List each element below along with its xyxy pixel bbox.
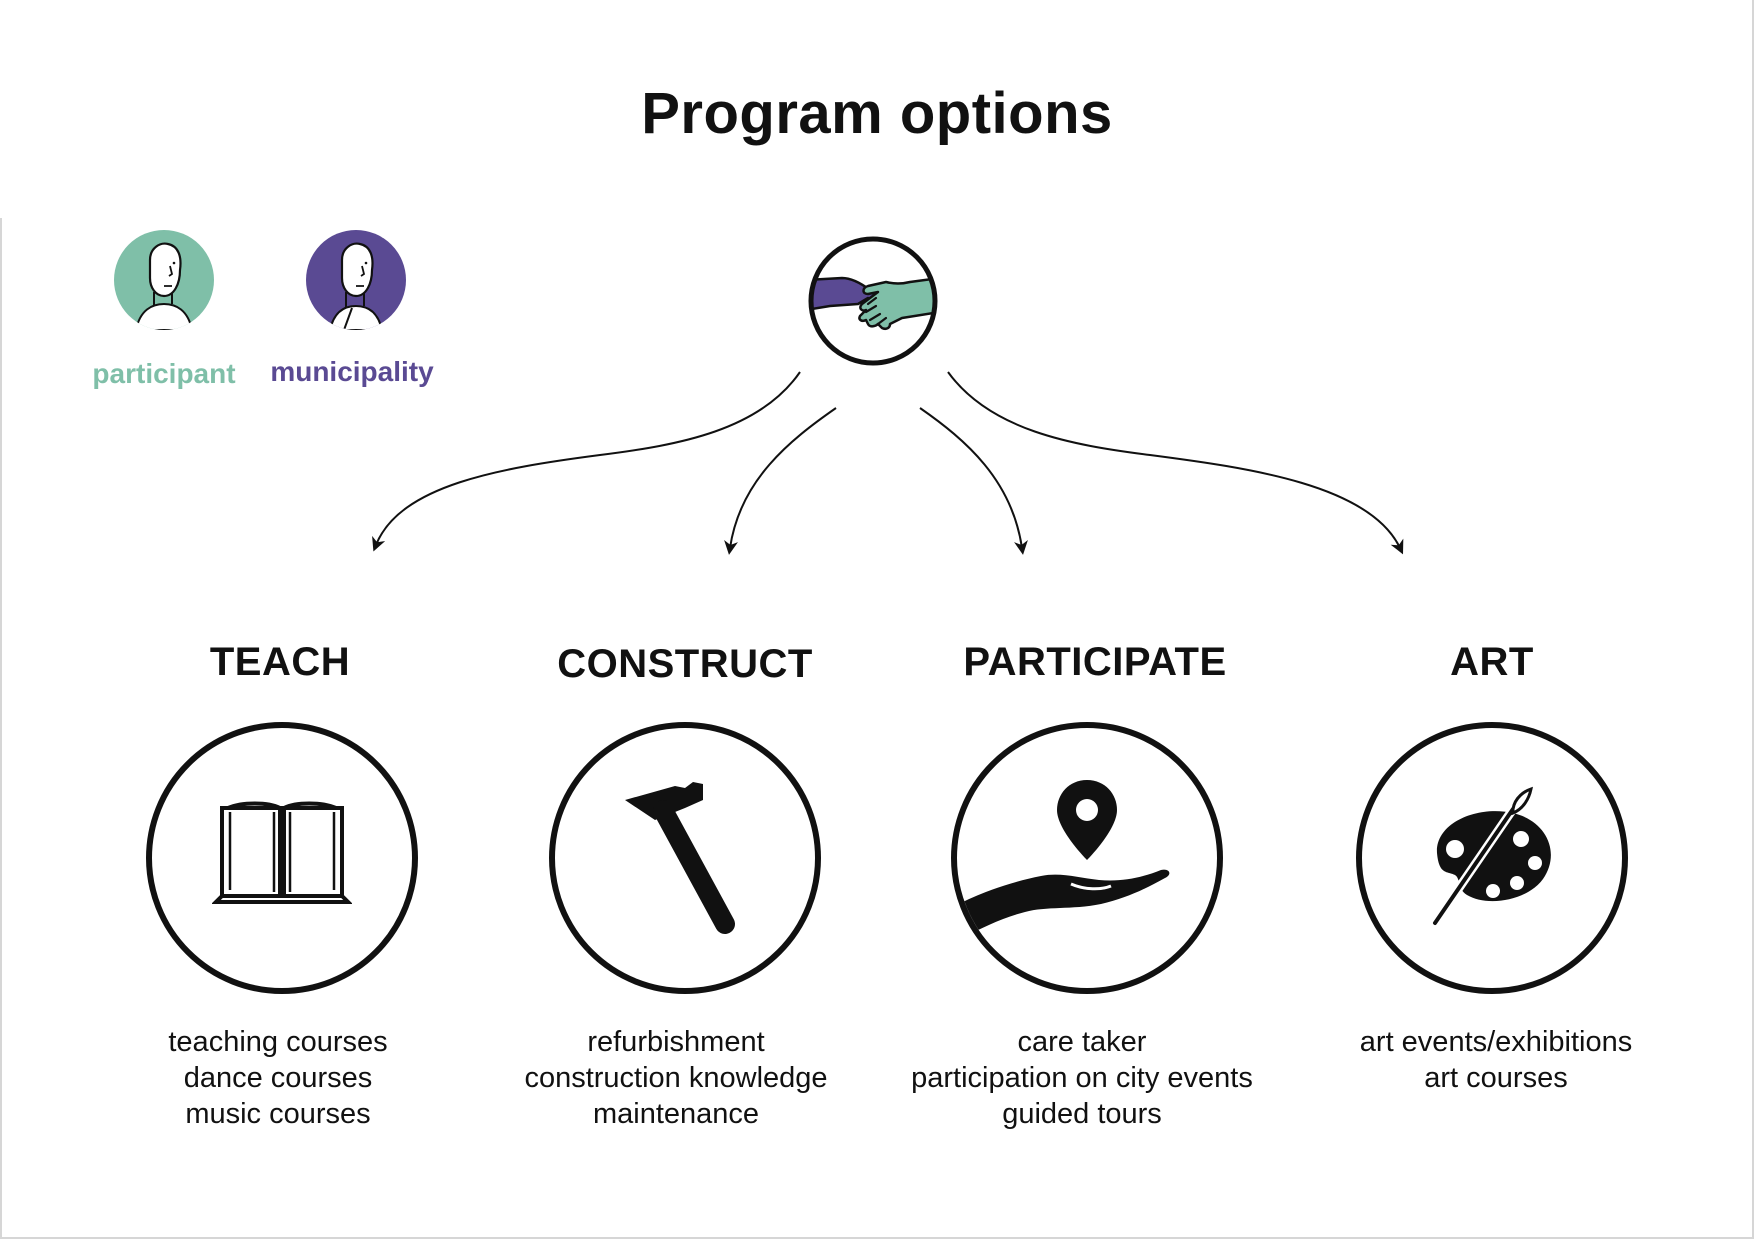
list-item: maintenance	[592, 1098, 760, 1130]
category-list-participate: care taker participation on city events …	[872, 1024, 1292, 1132]
list-item: construction knowledge	[524, 1062, 828, 1094]
palette-brush-icon	[1430, 786, 1551, 928]
category-title-construct: CONSTRUCT	[557, 642, 813, 686]
category-list-art: art events/exhibitions art courses	[1286, 1024, 1706, 1096]
list-item: care taker	[1017, 1026, 1147, 1058]
arrow-to-teach	[372, 371, 801, 552]
hand-location-pin-icon	[957, 780, 1170, 944]
category-circle-construct	[549, 722, 821, 994]
handshake-icon	[808, 236, 938, 366]
list-item: participation on city events	[911, 1062, 1253, 1094]
list-item: art events/exhibitions	[1359, 1026, 1633, 1058]
page-title: Program options	[641, 81, 1113, 146]
category-title-participate: PARTICIPATE	[963, 640, 1227, 684]
category-circle-art	[1356, 722, 1628, 994]
category-circle-teach	[146, 722, 418, 994]
bottom-border	[0, 1237, 1754, 1239]
arrow-to-construct	[724, 407, 837, 555]
list-item: music courses	[185, 1098, 371, 1130]
list-item: dance courses	[183, 1062, 373, 1094]
category-list-construct: refurbishment construction knowledge mai…	[466, 1024, 886, 1132]
list-item: guided tours	[1002, 1098, 1162, 1130]
list-item: art courses	[1424, 1062, 1568, 1094]
category-title-art: ART	[1450, 640, 1534, 684]
list-item: teaching courses	[168, 1026, 388, 1058]
participant-legend-label: participant	[92, 358, 236, 389]
arrow-to-art	[947, 371, 1404, 555]
category-title-teach: TEACH	[209, 640, 351, 684]
category-list-teach: teaching courses dance courses music cou…	[68, 1024, 488, 1132]
left-border	[0, 218, 2, 1239]
municipality-avatar-icon	[306, 230, 406, 330]
hammer-icon	[625, 782, 735, 934]
right-border	[1752, 0, 1754, 1239]
municipality-legend-label: municipality	[270, 356, 434, 387]
book-icon	[212, 801, 352, 904]
arrow-to-participate	[919, 407, 1028, 555]
list-item: refurbishment	[587, 1026, 765, 1058]
participant-avatar-icon	[114, 230, 214, 330]
category-circle-participate	[951, 722, 1223, 994]
